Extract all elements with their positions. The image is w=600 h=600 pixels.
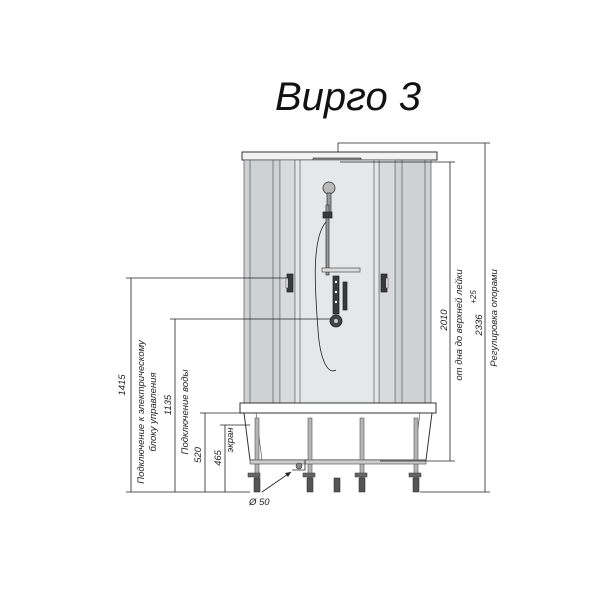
shower-head	[322, 181, 336, 214]
dim-2336-tolerance: +25	[469, 290, 478, 304]
dim-50-value: Ø 50	[248, 497, 270, 508]
right-glass-wall	[378, 159, 432, 405]
dim-465-value: 465	[213, 449, 224, 466]
dim-520	[200, 412, 244, 492]
electric-label-line1: Подключение к электрическому	[136, 339, 147, 484]
support-frame	[247, 417, 427, 493]
shower-height-label: от дна до верхней лейки	[454, 269, 465, 381]
shower-rail	[322, 204, 333, 276]
dim-2010	[340, 161, 455, 462]
water-label: Подключение воды	[180, 370, 191, 455]
dim-1135	[170, 318, 332, 492]
dim-2010-value: 2010	[439, 309, 450, 332]
supports-label: Регулировка опорами	[489, 268, 500, 366]
jet-panel	[332, 275, 340, 315]
drain-siphon	[292, 460, 306, 471]
shower-tray	[239, 402, 437, 461]
screen-label: экран	[225, 427, 236, 453]
dim-1415-value: 1415	[117, 374, 128, 396]
door-handle-left	[285, 273, 294, 293]
drawing-title: Вирго 3	[275, 75, 421, 119]
electric-label-line2: блоку управления	[148, 372, 159, 451]
door-handle-right	[380, 273, 389, 293]
mixer	[329, 314, 343, 328]
dim-2336	[337, 142, 490, 493]
shelf	[321, 267, 361, 273]
dim-465	[220, 424, 250, 492]
dim-1415	[126, 277, 290, 493]
dim-2336-value: 2336	[474, 314, 485, 337]
dim-1135-value: 1135	[163, 394, 174, 415]
shower-hose	[314, 221, 337, 372]
dim-520-value: 520	[193, 446, 204, 463]
side-jets	[342, 281, 348, 311]
dim-50-leader	[261, 471, 292, 493]
